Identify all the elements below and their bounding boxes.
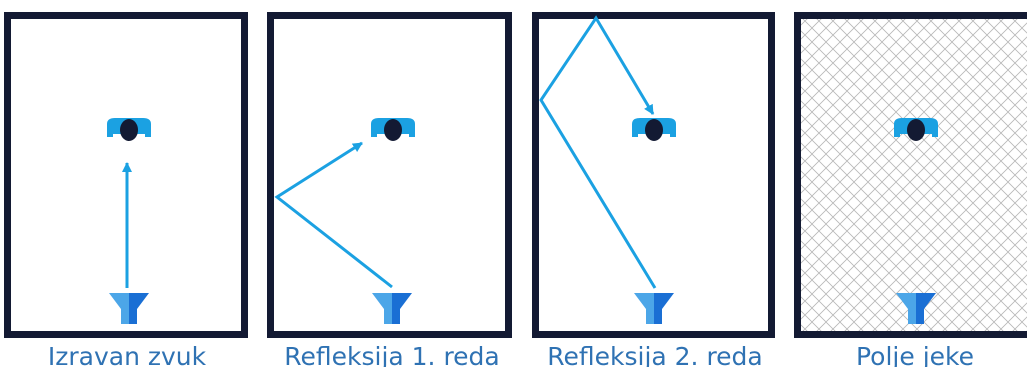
caption-direct: Izravan zvuk [48, 342, 207, 367]
room-frame [267, 12, 512, 338]
reverb-hatching [801, 19, 1027, 331]
speaker-icon [372, 293, 412, 324]
caption-reverb-field: Polje jeke [856, 342, 974, 367]
speaker-icon [109, 293, 149, 324]
listener-icon [632, 118, 676, 141]
room-frame [532, 12, 775, 338]
panel-direct [4, 12, 248, 338]
listener-icon [107, 118, 151, 141]
listener-icon [371, 118, 415, 141]
speaker-icon [896, 293, 936, 324]
first-reflection-ray [274, 141, 393, 289]
panel-reverb-field [794, 12, 1027, 338]
speaker-icon [634, 293, 674, 324]
panel-second-reflection [532, 12, 775, 338]
listener-icon [894, 118, 938, 141]
caption-second-reflection: Refleksija 2. reda [547, 342, 763, 367]
panel-first-reflection [267, 12, 512, 338]
second-reflection-ray [539, 15, 657, 289]
caption-first-reflection: Refleksija 1. reda [284, 342, 500, 367]
